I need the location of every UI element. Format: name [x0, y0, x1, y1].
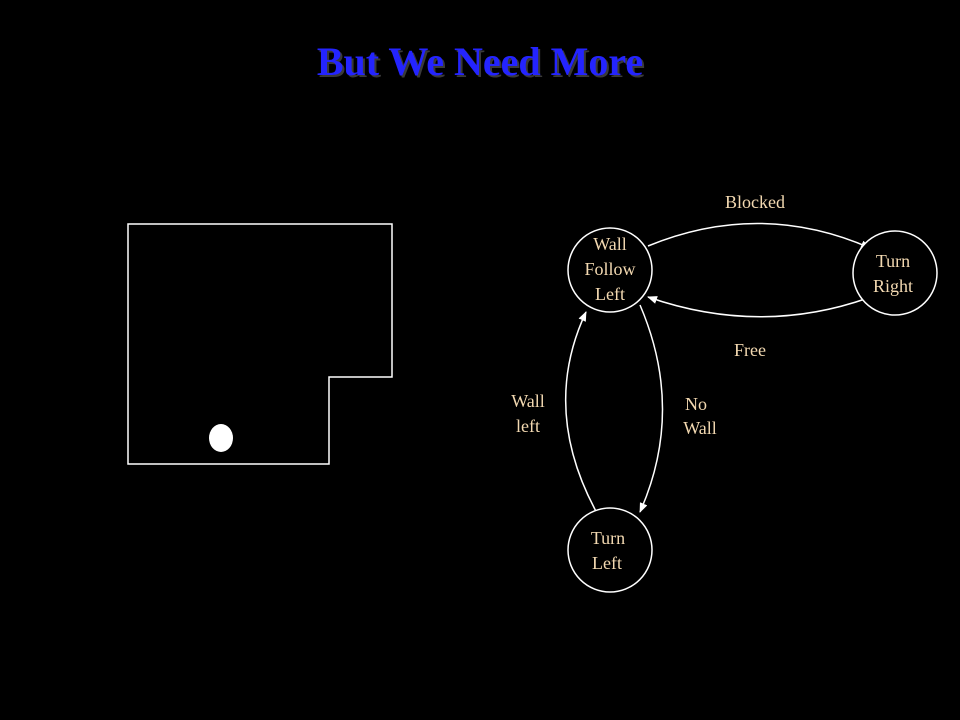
robot-map [127, 223, 393, 465]
edge-label-line: Wall [511, 391, 545, 411]
node-label-line: Right [873, 276, 913, 296]
edge-label-line: No [685, 394, 707, 414]
state-circle [567, 507, 653, 593]
edge-wall-left-arrow [564, 311, 599, 516]
edge-label-wall-left: Wall left [511, 391, 545, 436]
edge-label-line: left [516, 416, 540, 436]
edge-label-line: Free [734, 340, 766, 360]
state-machine-edges [564, 222, 871, 516]
edge-no-wall-arrow [639, 304, 664, 513]
state-node-turn-left: Turn Left [567, 507, 653, 593]
node-label-line: Turn [591, 528, 625, 548]
robot [209, 424, 233, 452]
state-node-wall-follow-left: Wall Follow Left [567, 227, 653, 313]
edge-label-blocked: Blocked [725, 192, 785, 212]
map-walls [127, 223, 393, 465]
edge-label-free: Free [734, 340, 766, 360]
state-circle [852, 230, 938, 316]
node-label-line: Left [595, 284, 625, 304]
state-circle [567, 227, 653, 313]
state-node-turn-right: Turn Right [852, 230, 938, 316]
edge-label-line: Wall [683, 418, 717, 438]
edge-free-arrow [647, 296, 869, 318]
node-label-line: Left [592, 553, 622, 573]
edge-label-line: Blocked [725, 192, 785, 212]
edge-blocked-arrow [647, 222, 871, 249]
node-label-line: Follow [584, 259, 635, 279]
node-label-line: Turn [876, 251, 910, 271]
node-label-line: Wall [593, 234, 627, 254]
slide-title: But We Need More [316, 39, 644, 84]
edge-label-no-wall: No Wall [683, 394, 717, 438]
